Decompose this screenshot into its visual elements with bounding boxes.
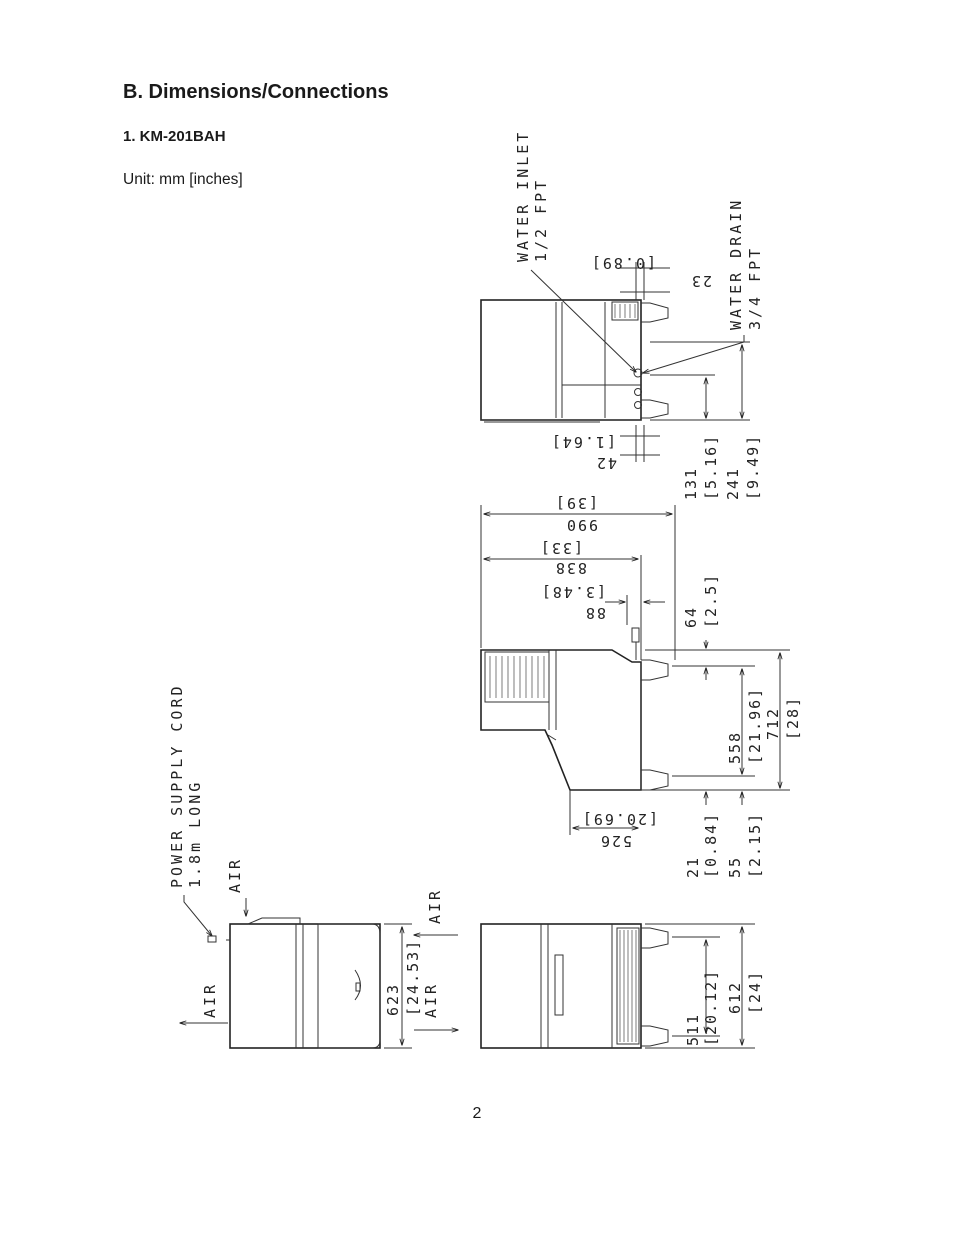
svg-text:[24.53]: [24.53] (404, 939, 422, 1016)
dim-88: [3.48] 88 (540, 583, 665, 625)
svg-text:WATER DRAIN: WATER DRAIN (727, 198, 745, 330)
dim-23: [0.89] 23 (590, 254, 712, 300)
svg-text:[2.5]: [2.5] (702, 573, 720, 628)
svg-text:712: 712 (764, 707, 782, 740)
svg-text:42: 42 (595, 454, 617, 472)
dim-990: [39] 990 (480, 494, 676, 660)
svg-text:623: 623 (384, 983, 402, 1016)
unit-note: Unit: mm [inches] (123, 171, 243, 188)
svg-text:[39]: [39] (554, 494, 598, 512)
power-cord-label: POWER SUPPLY CORD 1.8m LONG (168, 683, 217, 943)
svg-text:[24]: [24] (746, 970, 764, 1014)
svg-text:55: 55 (726, 856, 744, 878)
svg-text:[3.48]: [3.48] (540, 583, 606, 601)
dim-42: [1.64] 42 (550, 425, 660, 472)
air-right-bottom-arrow: AIR (414, 982, 458, 1030)
svg-text:[0.89]: [0.89] (590, 254, 656, 272)
svg-text:23: 23 (690, 272, 712, 290)
svg-text:[0.84]: [0.84] (702, 812, 720, 878)
svg-text:88: 88 (584, 604, 606, 622)
svg-text:838: 838 (554, 559, 587, 577)
svg-text:558: 558 (726, 731, 744, 764)
svg-text:AIR: AIR (426, 888, 444, 924)
top-view (480, 299, 669, 423)
dim-21-55: 21 [0.84] 55 [2.15] (684, 792, 764, 878)
svg-text:[1.64]: [1.64] (550, 433, 616, 451)
dim-511-612: 511 [20.12] 612 [24] (645, 923, 764, 1049)
svg-text:[20.12]: [20.12] (702, 969, 720, 1046)
svg-text:POWER SUPPLY CORD: POWER SUPPLY CORD (168, 683, 186, 888)
svg-text:21: 21 (684, 856, 702, 878)
svg-text:AIR: AIR (226, 857, 244, 893)
side-view (480, 627, 669, 791)
air-left-arrow: AIR (180, 982, 228, 1023)
water-drain-label: WATER DRAIN 3/4 FPT (643, 198, 764, 373)
svg-text:[33]: [33] (539, 539, 583, 557)
dim-526: [20.69] 526 (569, 790, 658, 850)
svg-text:131: 131 (682, 467, 700, 500)
svg-text:526: 526 (599, 832, 632, 850)
svg-text:1/2 FPT: 1/2 FPT (532, 178, 550, 262)
svg-text:241: 241 (724, 467, 742, 500)
model-heading: 1. KM-201BAH (123, 128, 226, 145)
svg-text:[20.69]: [20.69] (581, 810, 658, 828)
svg-text:[21.96]: [21.96] (746, 687, 764, 764)
dim-131-241: 131 [5.16] 241 [9.49] (650, 341, 762, 500)
svg-text:3/4 FPT: 3/4 FPT (746, 246, 764, 330)
svg-text:511: 511 (684, 1013, 702, 1046)
svg-text:[9.49]: [9.49] (744, 434, 762, 500)
left-view (226, 917, 381, 1049)
front-view (480, 923, 669, 1049)
svg-text:[2.15]: [2.15] (746, 812, 764, 878)
air-top-arrow: AIR (226, 857, 246, 916)
air-right-top-arrow: AIR (414, 888, 458, 935)
svg-text:[5.16]: [5.16] (702, 434, 720, 500)
svg-text:64: 64 (682, 606, 700, 628)
svg-text:AIR: AIR (201, 982, 219, 1018)
svg-text:[28]: [28] (784, 696, 802, 740)
water-inlet-label: WATER INLET 1/2 FPT (514, 130, 636, 372)
dim-838: [33] 838 (484, 539, 642, 660)
dim-64-558-712: 64 [2.5] 558 [21.96] 712 [28] (645, 573, 802, 791)
svg-text:1.8m LONG: 1.8m LONG (186, 780, 204, 888)
svg-text:WATER INLET: WATER INLET (514, 130, 532, 262)
dim-623: 623 [24.53] (384, 923, 422, 1049)
svg-text:AIR: AIR (422, 982, 440, 1018)
page-number: 2 (472, 1105, 482, 1122)
svg-text:612: 612 (726, 981, 744, 1014)
section-title: B. Dimensions/Connections (123, 81, 389, 103)
svg-text:990: 990 (565, 516, 598, 534)
